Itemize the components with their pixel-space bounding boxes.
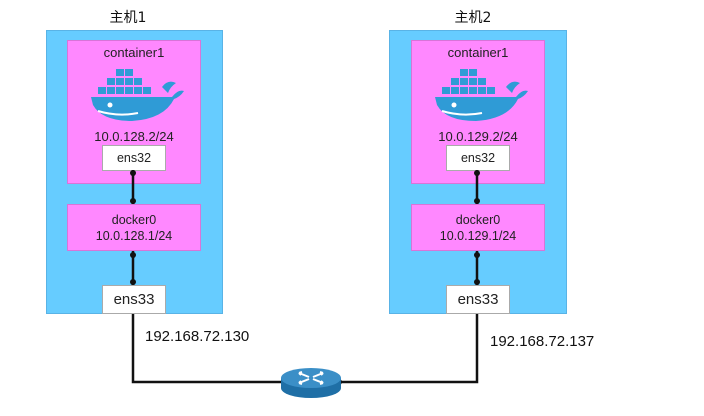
host2-wan-link (339, 314, 479, 384)
host1-docker0-name: docker0 (111, 213, 157, 227)
host1-wan-link (131, 314, 284, 384)
host2-container: container1 10.0.129.2/24 ens32 (411, 40, 545, 184)
host1-container-name: container1 (103, 45, 165, 60)
host2-ens33-ip: 192.168.72.137 (490, 333, 595, 350)
host1-docker0-ip: 10.0.128.1/24 (95, 229, 173, 243)
host1-ens33: ens33 (102, 285, 166, 314)
host2-title: 主机2 (454, 10, 492, 26)
host1-container: container1 10.0.128.2/24 ens32 (67, 40, 201, 184)
host2-docker0: docker0 10.0.129.1/24 (411, 204, 545, 251)
docker-whale-icon (88, 61, 184, 125)
host1-title: 主机1 (109, 10, 147, 26)
host2-container-ip: 10.0.129.2/24 (438, 129, 518, 144)
host2-container-name: container1 (447, 45, 509, 60)
host1-ens33-ip: 192.168.72.130 (145, 328, 250, 345)
host2-ens33: ens33 (446, 285, 510, 314)
docker-whale-icon (432, 61, 528, 125)
host1-container-iface: ens32 (102, 145, 166, 171)
host2-docker0-name: docker0 (455, 213, 501, 227)
host1-container-ip: 10.0.128.2/24 (94, 129, 174, 144)
router-icon (281, 368, 341, 398)
host2-docker0-ip: 10.0.129.1/24 (439, 229, 517, 243)
host1-docker0: docker0 10.0.128.1/24 (67, 204, 201, 251)
